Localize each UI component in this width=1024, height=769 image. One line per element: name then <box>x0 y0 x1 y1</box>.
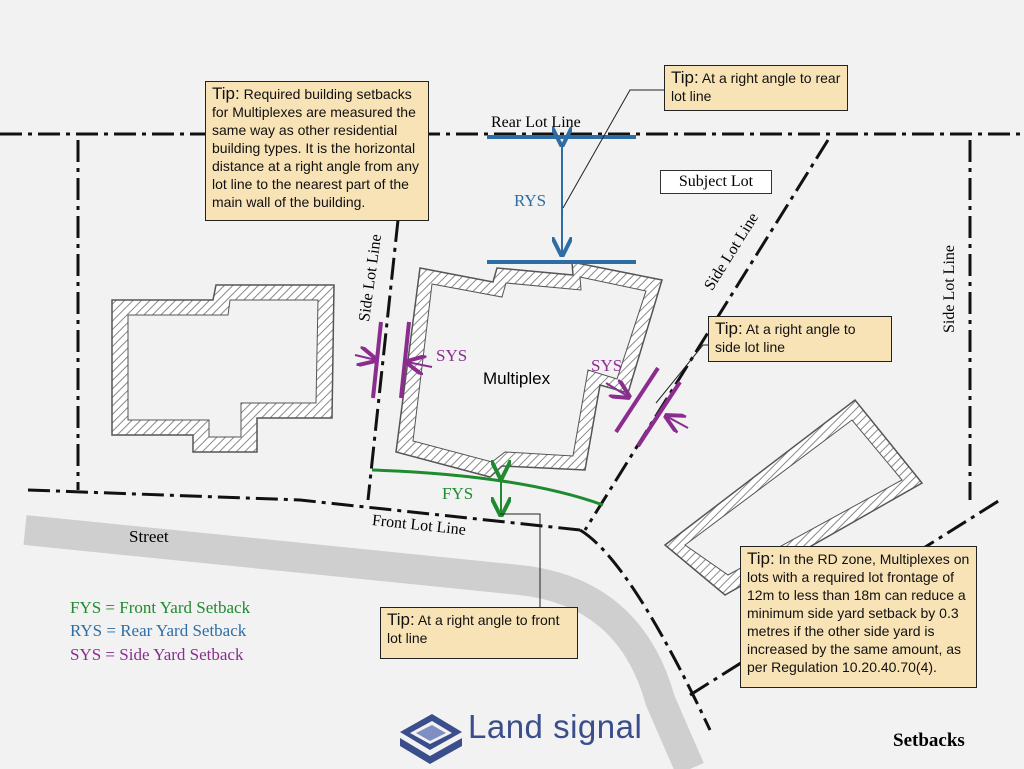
front-lot-line-path <box>27 488 581 532</box>
multiplex-label: Multiplex <box>483 369 551 388</box>
tip-rd-zone-head: Tip: <box>747 549 775 568</box>
legend-fys: FYS = Front Yard Setback <box>70 598 251 617</box>
tip-rd-zone-box: Tip: In the RD zone, Multiplexes on lots… <box>740 546 977 688</box>
street-label: Street <box>129 527 169 546</box>
sys-right-arrow-out <box>666 416 689 428</box>
land-signal-logo-icon <box>400 714 462 764</box>
tip-rear-body: At a right angle to rear lot line <box>671 70 841 104</box>
side-lot-line-right-label: Side Lot Line <box>940 245 958 333</box>
tip-rd-zone-body: In the RD zone, Multiplexes on lots with… <box>747 551 970 675</box>
tip-front-box: Tip: At a right angle to front lot line <box>380 607 578 659</box>
legend-sys: SYS = Side Yard Setback <box>70 645 244 664</box>
lower-lot-line-path <box>579 528 712 731</box>
lot-lines <box>0 132 1024 731</box>
tip-main-head: Tip: <box>212 84 240 103</box>
sys-right-label: SYS <box>591 356 623 375</box>
land-signal-logo-text: Land signal <box>468 708 643 745</box>
rear-lot-line-label: Rear Lot Line <box>491 114 581 131</box>
sys-left-arrow-out <box>407 362 433 367</box>
tip-side-box: Tip: At a right angle to side lot line <box>708 316 892 362</box>
side-lot-line-left-path <box>366 219 400 501</box>
subject-lot-label: Subject Lot <box>660 170 772 194</box>
tip-main-box: Tip: Required building setbacks for Mult… <box>205 81 429 221</box>
street-road <box>23 515 704 769</box>
tip-rear-head: Tip: <box>671 68 699 87</box>
tip-rear-box: Tip: At a right angle to rear lot line <box>664 65 848 111</box>
tip-side-head: Tip: <box>715 319 743 338</box>
sys-left-arrow-in <box>354 355 376 360</box>
tip-side-body: At a right angle to side lot line <box>715 321 856 355</box>
sys-right-arrow-in <box>605 383 629 397</box>
sys-left-label: SYS <box>436 346 468 365</box>
fys-label: FYS <box>442 484 474 503</box>
tip-main-body: Required building setbacks for Multiplex… <box>212 86 420 210</box>
sys-right-bar-1 <box>614 366 660 434</box>
legend-rys: RYS = Rear Yard Setback <box>70 621 247 640</box>
sys-right-bar-2 <box>636 380 682 448</box>
setbacks-title: Setbacks <box>893 730 965 751</box>
tip-front-body: At a right angle to front lot line <box>387 612 560 646</box>
side-lot-line-mid-path <box>583 139 830 531</box>
rys-label: RYS <box>514 191 547 210</box>
tip-front-head: Tip: <box>387 610 415 629</box>
